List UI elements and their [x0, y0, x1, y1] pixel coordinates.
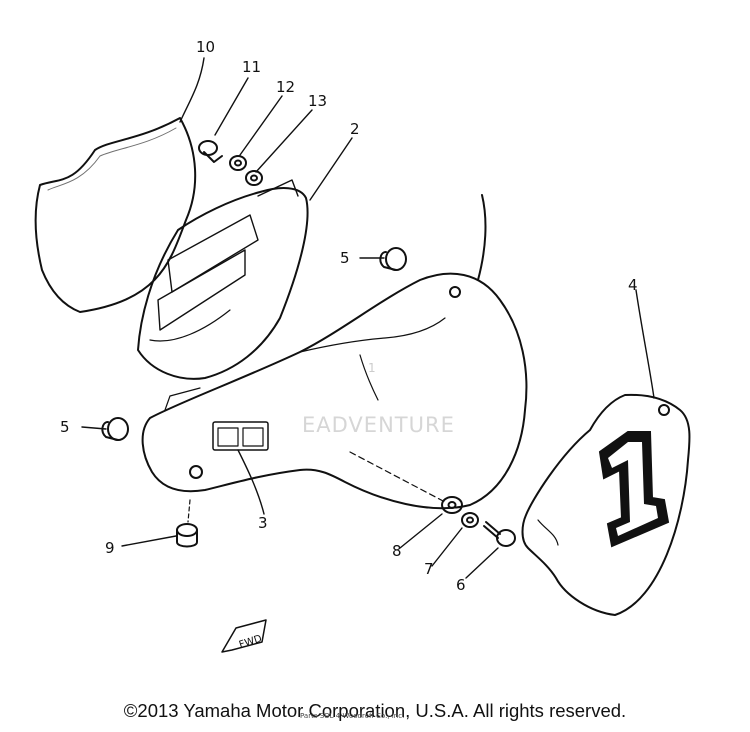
side-cover-2 — [137, 187, 309, 380]
callout-1: 1 — [368, 361, 376, 375]
callout-8: 8 — [392, 542, 402, 560]
callout-11: 11 — [242, 58, 261, 76]
fwd-arrow — [221, 619, 267, 653]
washer-7 — [461, 512, 479, 528]
copyright-small-print: Parts SOL 4 Woodroff Co., Inc. — [300, 712, 405, 720]
bolt-6 — [483, 521, 516, 547]
callout-4: 4 — [628, 276, 638, 294]
copyright-notice: ©2013 Yamaha Motor Corporation, U.S.A. A… — [123, 700, 627, 721]
washer-13 — [245, 170, 263, 186]
side-plate-10 — [34, 117, 197, 313]
plate-number-outline — [598, 431, 670, 548]
plate-number: 1 — [0, 0, 1, 1]
callout-5-top: 5 — [340, 249, 350, 267]
callout-5-left: 5 — [60, 418, 70, 436]
callout-10: 10 — [196, 38, 215, 56]
washer-8 — [441, 496, 463, 514]
grommet-5-top — [379, 247, 407, 271]
callout-2: 2 — [350, 120, 360, 138]
callout-6: 6 — [456, 576, 466, 594]
bolt-11 — [198, 140, 223, 163]
callout-12: 12 — [276, 78, 295, 96]
number-plate-4 — [521, 393, 691, 616]
callout-3: 3 — [258, 514, 268, 532]
callout-9: 9 — [105, 539, 115, 557]
grommet-9 — [176, 523, 198, 548]
washer-12 — [229, 155, 247, 171]
side-cover-1 — [141, 272, 528, 510]
fwd-label: FWD — [238, 633, 264, 651]
callout-13: 13 — [308, 92, 327, 110]
watermark: EADVENTURE — [302, 413, 455, 437]
callout-7: 7 — [424, 560, 434, 578]
